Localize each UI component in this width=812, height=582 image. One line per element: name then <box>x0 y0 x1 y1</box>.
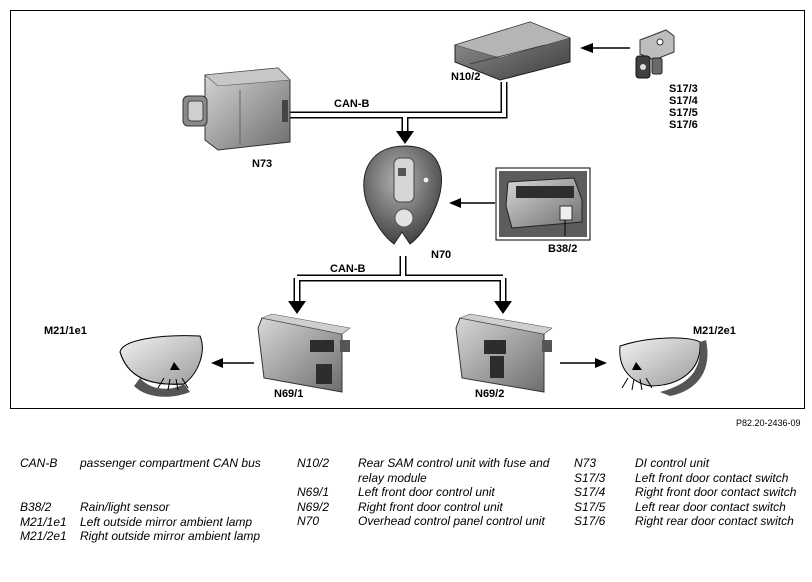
s17-6-label: S17/6 <box>669 119 698 131</box>
legend-desc: Left front door contact switch <box>635 470 789 485</box>
legend-item: S17/5 Left rear door contact switch <box>574 500 806 515</box>
legend-code: S17/6 <box>574 514 606 529</box>
legend-code: CAN-B <box>20 456 58 470</box>
legend-item: B38/2 Rain/light sensor <box>20 500 270 515</box>
n10-2-label: N10/2 <box>451 71 480 83</box>
n69-2-label: N69/2 <box>475 388 504 400</box>
can-b-label-bottom: CAN-B <box>330 263 365 275</box>
s17-3-label: S17/3 <box>669 83 698 95</box>
legend-code: S17/4 <box>574 485 606 500</box>
arrow-b38-2-to-n70 <box>449 198 461 208</box>
legend-item: N69/2 Right front door control unit <box>297 500 562 515</box>
legend-code: N73 <box>574 456 597 470</box>
legend-code: S17/5 <box>574 499 606 514</box>
n69-1-module-image <box>257 313 351 393</box>
n73-module-image <box>182 67 291 151</box>
n70-overhead-panel-image <box>363 145 442 245</box>
legend-code: N10/2 <box>297 456 330 470</box>
legend-desc: Right front door contact switch <box>635 485 797 500</box>
legend-item: N69/1 Left front door control unit <box>297 485 562 500</box>
m21-1e1-label: M21/1e1 <box>44 325 87 337</box>
legend-desc: Left front door control unit <box>358 485 495 500</box>
legend-desc: Left rear door contact switch <box>635 499 786 514</box>
legend-desc: passenger compartment CAN bus <box>80 456 261 470</box>
legend-desc: Right outside mirror ambient lamp <box>80 529 261 544</box>
legend-item: S17/3 Left front door contact switch <box>574 471 806 486</box>
legend-column-3: N73 DI control unit S17/3 Left front doo… <box>574 456 806 529</box>
figure-reference: P82.20-2436-09 <box>736 418 801 428</box>
legend-desc: Rear SAM control unit with fuse and rela… <box>358 456 550 485</box>
legend-code: M21/2e1 <box>20 529 67 544</box>
can-b-label-top: CAN-B <box>334 98 369 110</box>
n10-2-module-image <box>453 21 571 81</box>
arrow-n69-1-to-m21-1e1 <box>211 358 223 368</box>
s17-4-label: S17/4 <box>669 95 699 107</box>
n69-2-module-image <box>455 313 553 393</box>
legend-code: M21/1e1 <box>20 514 67 529</box>
arrow-n69-2-to-m21-2e1 <box>595 358 607 368</box>
legend-column-1: CAN-B passenger compartment CAN bus B38/… <box>20 456 270 544</box>
legend-item: N73 DI control unit <box>574 456 806 471</box>
n69-1-label: N69/1 <box>274 388 303 400</box>
legend-code: N70 <box>297 514 320 529</box>
legend-desc: Right rear door contact switch <box>635 514 794 529</box>
arrow-switch-to-n10-2 <box>580 43 593 53</box>
legend-code: B38/2 <box>20 500 52 514</box>
legend-desc: Rain/light sensor <box>80 500 170 514</box>
legend-code: N69/2 <box>297 499 330 514</box>
b38-2-sensor-image <box>495 167 591 241</box>
legend-code: N69/1 <box>297 485 330 500</box>
legend-desc: DI control unit <box>635 456 710 470</box>
m21-2e1-mirror-image <box>619 337 708 396</box>
s17-5-label: S17/5 <box>669 107 698 119</box>
legend-column-2: N10/2 Rear SAM control unit with fuse an… <box>297 456 562 529</box>
n70-label: N70 <box>431 249 451 261</box>
legend-item: N10/2 Rear SAM control unit with fuse an… <box>297 456 562 485</box>
m21-2e1-label: M21/2e1 <box>693 325 736 337</box>
legend-item: S17/6 Right rear door contact switch <box>574 514 806 529</box>
m21-1e1-mirror-image <box>119 335 203 397</box>
legend-desc: Overhead control panel control unit <box>358 514 545 529</box>
legend-item: M21/1e1 Left outside mirror ambient lamp <box>20 515 270 530</box>
legend-item: S17/4 Right front door contact switch <box>574 485 806 500</box>
legend-item: CAN-B passenger compartment CAN bus <box>20 456 270 500</box>
n73-label: N73 <box>252 158 272 170</box>
legend-item: M21/2e1 Right outside mirror ambient lam… <box>20 529 270 544</box>
legend-desc: Right front door control unit <box>358 499 503 514</box>
light-rays-right <box>621 377 653 391</box>
door-contact-switch-image <box>635 29 675 79</box>
legend-desc: Left outside mirror ambient lamp <box>80 514 253 529</box>
b38-2-label: B38/2 <box>548 243 577 255</box>
light-rays-left <box>157 377 189 391</box>
legend-item: N70 Overhead control panel control unit <box>297 514 562 529</box>
legend-code: S17/3 <box>574 470 606 485</box>
